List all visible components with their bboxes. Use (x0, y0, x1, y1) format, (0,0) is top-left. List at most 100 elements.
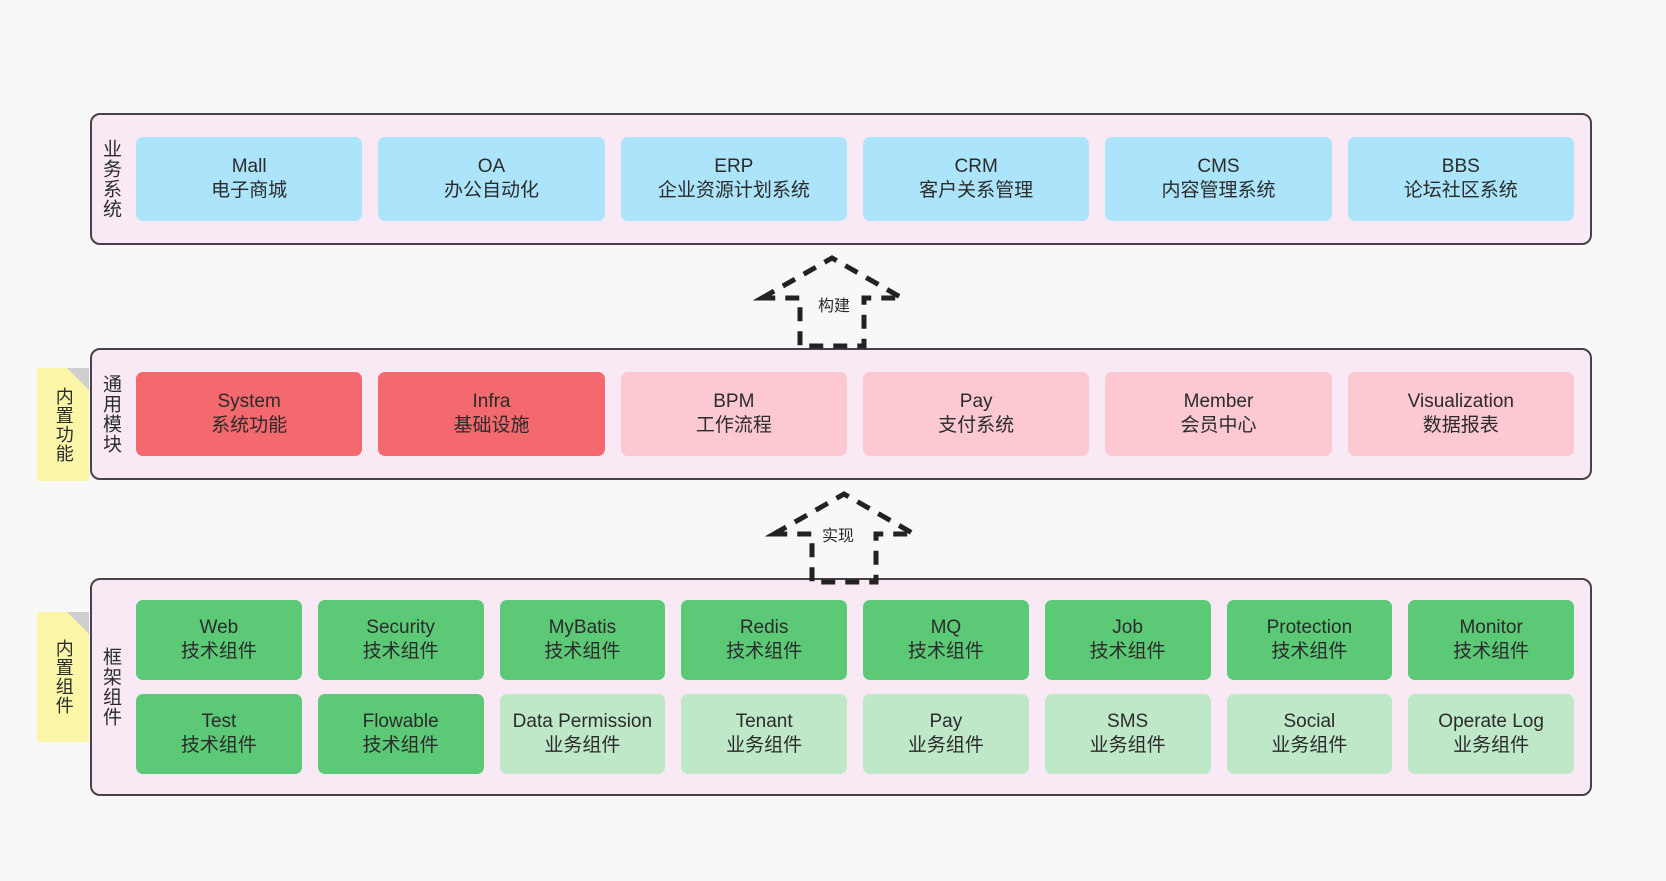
note-builtin-components: 内置组件 (37, 612, 89, 742)
card-title-cn: 业务组件 (907, 735, 984, 756)
layer-framework-components: 框架组件 Web 技术组件 Security 技术组件 MyBatis 技术组件… (90, 578, 1592, 796)
card-title-en: Operate Log (1438, 711, 1544, 733)
card-infra[interactable]: Infra 基础设施 (378, 372, 605, 456)
card-title-en: Infra (472, 391, 511, 413)
card-title-en: Social (1283, 711, 1336, 733)
card-protection[interactable]: Protection 技术组件 (1226, 600, 1393, 680)
implement-arrow-icon (764, 491, 924, 585)
card-tenant[interactable]: Tenant 业务组件 (681, 694, 847, 774)
card-title-en: Security (366, 617, 435, 639)
card-oa[interactable]: OA 办公自动化 (378, 137, 605, 221)
card-title-cn: 技术组件 (1271, 641, 1348, 662)
note-builtin-features: 内置功能 (37, 368, 89, 481)
card-visualization[interactable]: Visualization 数据报表 (1347, 372, 1574, 456)
card-title-en: OA (477, 156, 506, 178)
layer-common-modules: 通用模块 System 系统功能 Infra 基础设施 BPM 工作流程 Pay… (90, 348, 1592, 480)
card-data-permission[interactable]: Data Permission 业务组件 (499, 694, 666, 774)
card-title-en: Visualization (1407, 391, 1514, 413)
layer-title-framework: 框架组件 (100, 647, 122, 727)
card-title-cn: 技术组件 (362, 735, 439, 756)
card-security[interactable]: Security 技术组件 (317, 600, 484, 680)
card-sms[interactable]: SMS 业务组件 (1044, 694, 1211, 774)
card-title-en: MyBatis (548, 617, 617, 639)
card-title-cn: 支付系统 (938, 415, 1015, 436)
card-title-cn: 数据报表 (1422, 415, 1499, 436)
implement-arrow-label: 实现 (822, 528, 855, 545)
card-title-cn: 办公自动化 (443, 180, 539, 201)
card-title-en: CMS (1197, 156, 1240, 178)
card-mybatis[interactable]: MyBatis 技术组件 (499, 600, 666, 680)
card-title-cn: 技术组件 (180, 641, 257, 662)
card-title-cn: 业务组件 (1271, 735, 1348, 756)
card-mq[interactable]: MQ 技术组件 (863, 600, 1029, 680)
card-title-en: Job (1112, 617, 1143, 639)
card-flowable[interactable]: Flowable 技术组件 (317, 694, 484, 774)
build-arrow (752, 252, 912, 350)
card-title-cn: 论坛社区系统 (1403, 180, 1518, 201)
card-job[interactable]: Job 技术组件 (1044, 600, 1211, 680)
card-title-cn: 电子商城 (211, 180, 288, 201)
card-title-en: Protection (1266, 617, 1353, 639)
card-crm[interactable]: CRM 客户关系管理 (862, 137, 1090, 221)
card-title-en: Test (201, 711, 237, 733)
card-title-en: CRM (954, 156, 998, 178)
card-title-cn: 业务组件 (726, 735, 803, 756)
card-title-cn: 技术组件 (726, 641, 803, 662)
card-redis[interactable]: Redis 技术组件 (681, 600, 847, 680)
card-title-en: BBS (1441, 156, 1480, 178)
card-system[interactable]: System 系统功能 (136, 372, 363, 456)
note-fold-corner-icon (67, 368, 89, 390)
framework-row-business: Test 技术组件 Flowable 技术组件 Data Permission … (136, 694, 1574, 774)
card-title-en: System (217, 391, 281, 413)
layer-title-common: 通用模块 (100, 374, 122, 454)
card-title-cn: 会员中心 (1180, 415, 1257, 436)
card-mall[interactable]: Mall 电子商城 (136, 137, 363, 221)
card-social[interactable]: Social 业务组件 (1226, 694, 1393, 774)
card-title-en: BPM (713, 391, 755, 413)
card-erp[interactable]: ERP 企业资源计划系统 (620, 137, 847, 221)
card-test[interactable]: Test 技术组件 (136, 694, 302, 774)
card-member[interactable]: Member 会员中心 (1105, 372, 1332, 456)
framework-row-tech: Web 技术组件 Security 技术组件 MyBatis 技术组件 Redi… (136, 600, 1574, 680)
card-bbs[interactable]: BBS 论坛社区系统 (1347, 137, 1574, 221)
card-title-cn: 系统功能 (211, 415, 288, 436)
card-group-business: Mall 电子商城 OA 办公自动化 ERP 企业资源计划系统 CRM 客户关系… (128, 137, 1590, 221)
card-web[interactable]: Web 技术组件 (136, 600, 302, 680)
card-title-en: Tenant (735, 711, 793, 733)
card-title-en: Mall (231, 156, 267, 178)
card-title-cn: 客户关系管理 (919, 180, 1034, 201)
card-title-cn: 工作流程 (695, 415, 772, 436)
card-title-en: Pay (929, 711, 963, 733)
card-group-framework: Web 技术组件 Security 技术组件 MyBatis 技术组件 Redi… (128, 580, 1590, 794)
card-title-cn: 业务组件 (1089, 735, 1166, 756)
card-title-en: SMS (1107, 711, 1149, 733)
card-bpm[interactable]: BPM 工作流程 (620, 372, 847, 456)
card-title-en: ERP (714, 156, 754, 178)
card-operate-log[interactable]: Operate Log 业务组件 (1408, 694, 1574, 774)
card-group-common: System 系统功能 Infra 基础设施 BPM 工作流程 Pay 支付系统… (128, 372, 1590, 456)
card-title-en: Web (199, 617, 239, 639)
card-title-en: Member (1183, 391, 1254, 413)
card-pay-component[interactable]: Pay 业务组件 (863, 694, 1029, 774)
card-title-cn: 技术组件 (907, 641, 984, 662)
card-cms[interactable]: CMS 内容管理系统 (1105, 137, 1332, 221)
card-title-en: MQ (930, 617, 962, 639)
card-monitor[interactable]: Monitor 技术组件 (1408, 600, 1574, 680)
card-title-cn: 技术组件 (180, 735, 257, 756)
card-title-cn: 业务组件 (1453, 735, 1530, 756)
build-arrow-icon (752, 255, 912, 349)
card-title-cn: 技术组件 (544, 641, 621, 662)
build-arrow-label: 构建 (818, 298, 851, 315)
card-title-en: Monitor (1459, 617, 1523, 639)
card-pay-module[interactable]: Pay 支付系统 (862, 372, 1090, 456)
card-title-cn: 技术组件 (1453, 641, 1530, 662)
card-title-en: Flowable (362, 711, 439, 733)
implement-arrow (764, 488, 924, 586)
card-title-en: Data Permission (512, 711, 653, 733)
card-title-cn: 业务组件 (544, 735, 621, 756)
card-title-cn: 技术组件 (362, 641, 439, 662)
card-title-en: Redis (739, 617, 789, 639)
note-label: 内置功能 (53, 386, 74, 463)
card-title-en: Pay (959, 391, 993, 413)
